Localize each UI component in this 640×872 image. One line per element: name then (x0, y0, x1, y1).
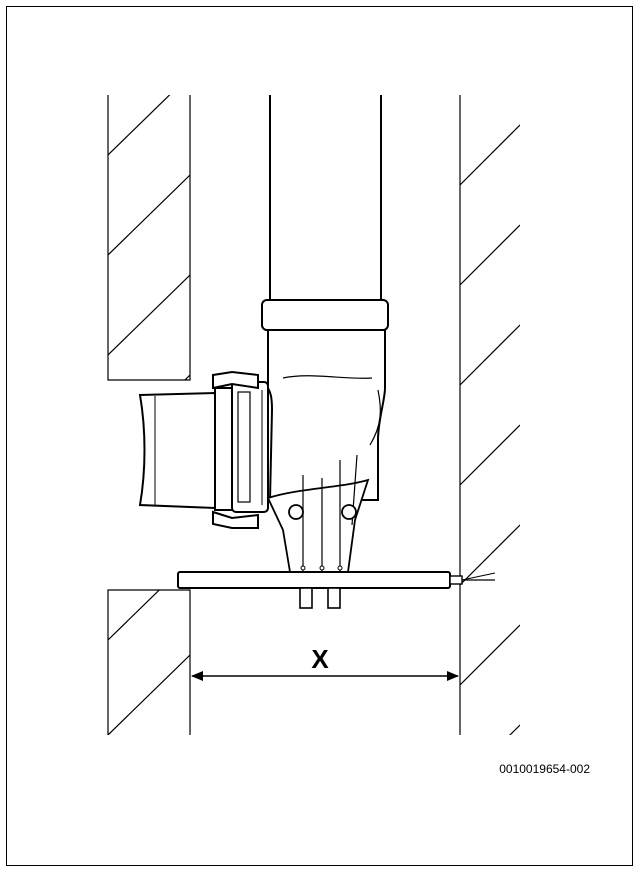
dimension-x: X (191, 644, 459, 681)
flue-pipe (269, 95, 382, 300)
side-socket (138, 387, 236, 511)
dimension-label: X (311, 644, 329, 674)
clamp-bracket (212, 370, 269, 529)
lower-left-wall (107, 589, 191, 735)
document-id: 0010019654-002 (499, 762, 590, 776)
upper-left-wall (107, 95, 191, 381)
base-plate (177, 571, 496, 609)
right-wall (459, 95, 520, 735)
pipe-elbow (267, 329, 386, 501)
pipe-coupling (261, 299, 389, 331)
